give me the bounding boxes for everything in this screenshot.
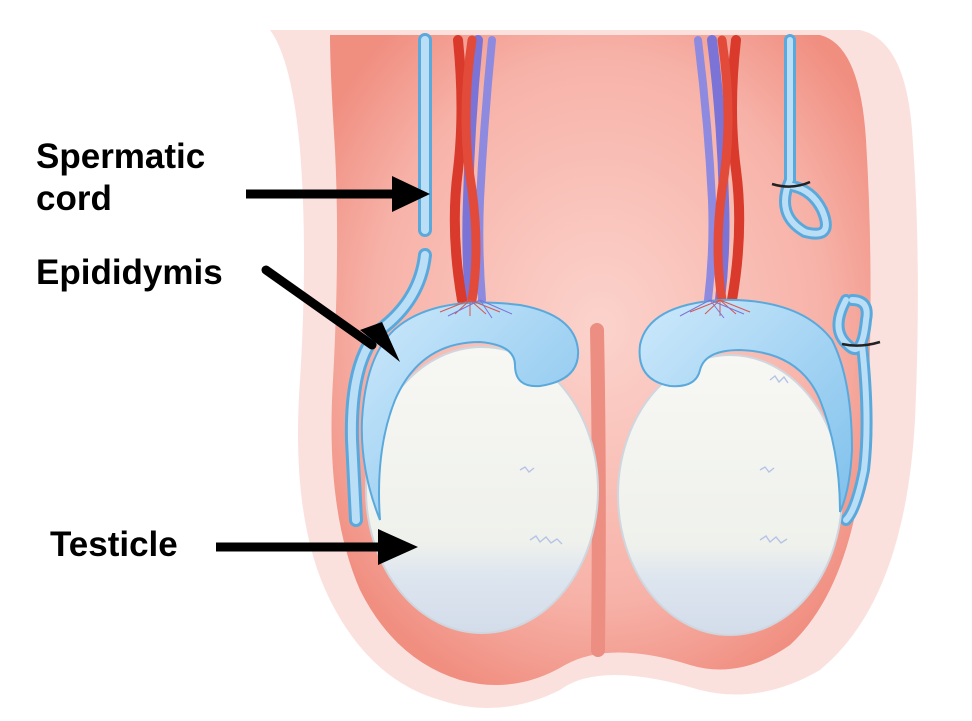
lower-ligature (841, 340, 881, 347)
label-testicle: Testicle (50, 525, 178, 564)
testicle-surface-vessels (519, 374, 789, 545)
right-cord-vessels (694, 35, 745, 305)
left-cord-vessels (449, 35, 496, 305)
left-testicle (365, 346, 599, 634)
arrow-epididymis (261, 265, 400, 362)
arrow-spermatic-cord (246, 176, 430, 212)
right-epididymis (638, 298, 854, 513)
label-spermatic-cord: Spermatic cord (36, 137, 206, 218)
upper-ligature (771, 180, 811, 188)
arrow-testicle (216, 529, 418, 565)
capillary-fans (439, 299, 751, 316)
left-epididymis (360, 301, 580, 521)
label-epididymis: Epididymis (36, 253, 223, 292)
right-testicle (617, 354, 843, 636)
